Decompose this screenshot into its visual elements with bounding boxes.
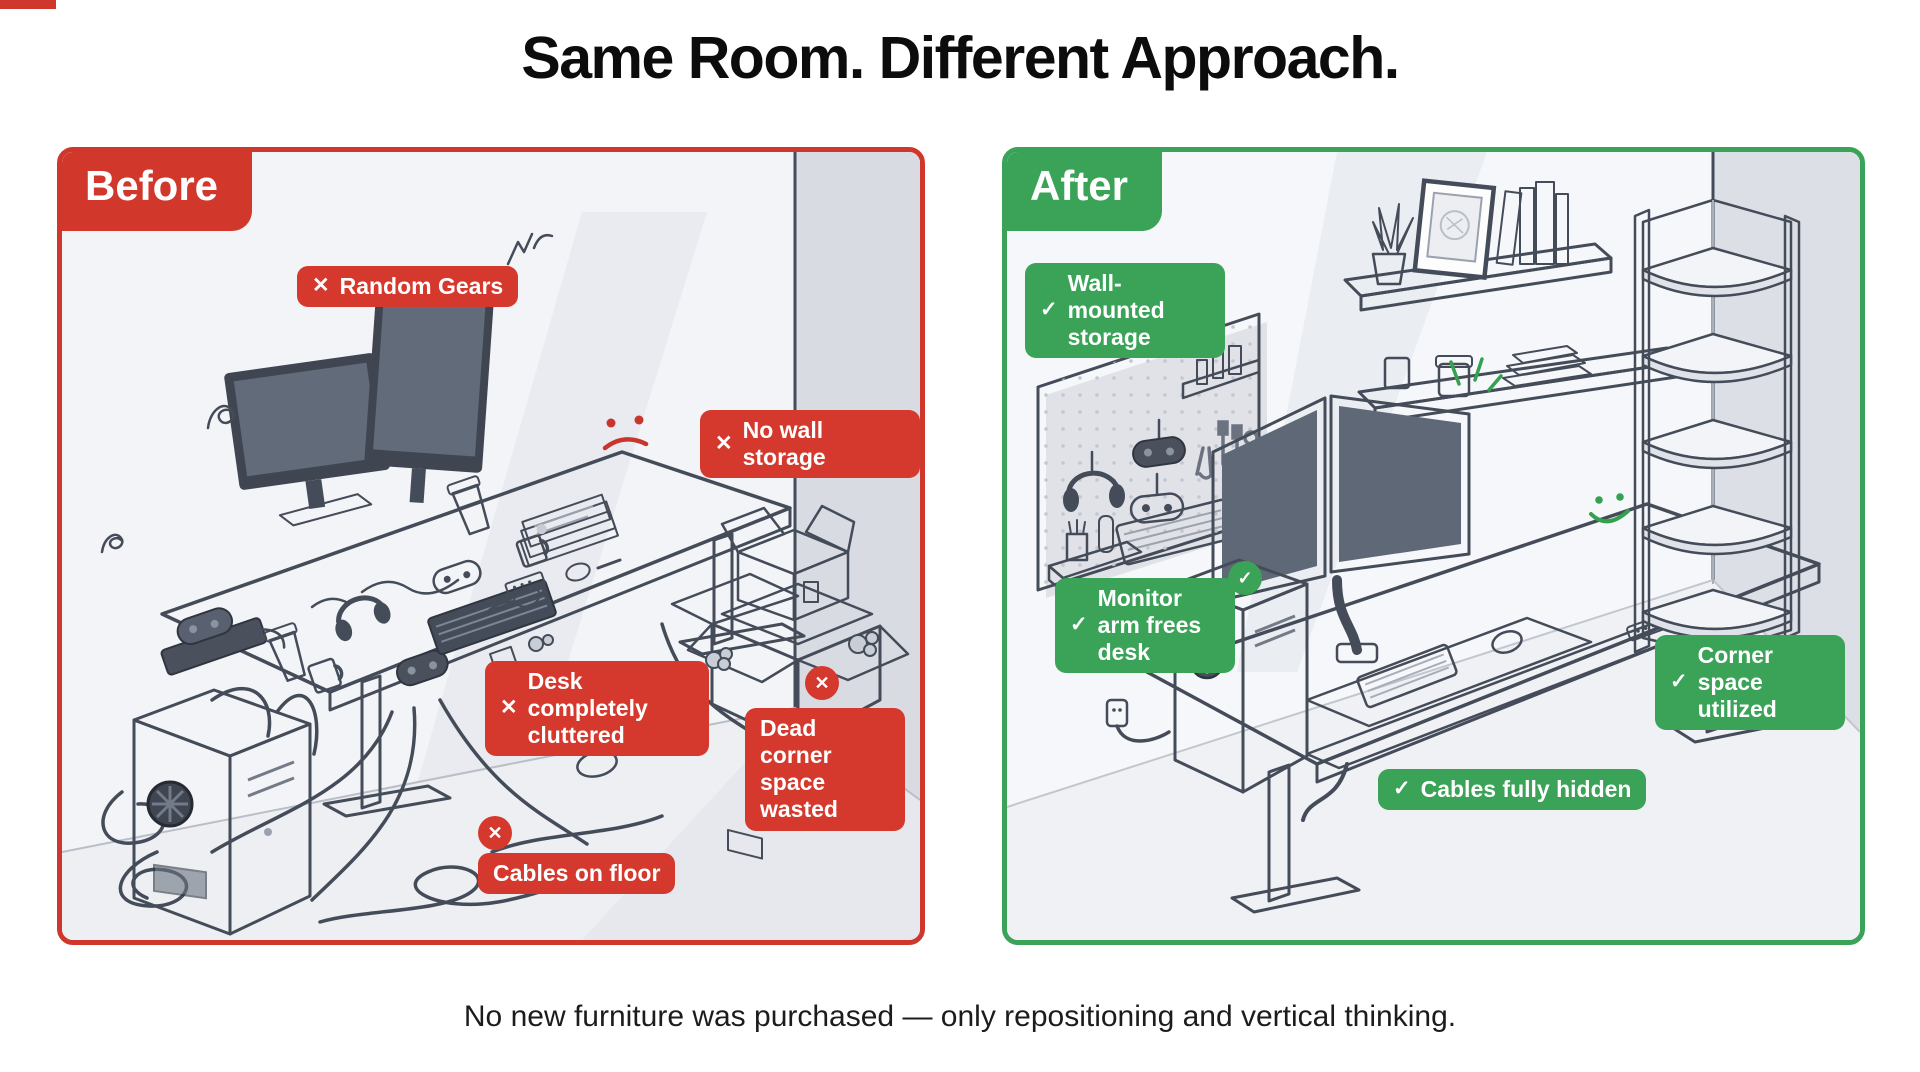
dual-monitors bbox=[1211, 394, 1471, 664]
label-text: Monitor arm frees desk bbox=[1097, 585, 1202, 666]
desk-before bbox=[160, 450, 806, 818]
corner-shelf bbox=[1633, 198, 1801, 656]
smiley-face bbox=[1589, 493, 1630, 524]
check-icon: ✓ bbox=[1237, 567, 1253, 588]
label-text: Random Gears bbox=[339, 273, 504, 299]
label-monitor-arm: ✓ Monitor arm frees desk bbox=[1055, 578, 1235, 674]
pegboard bbox=[1036, 312, 1267, 598]
doodles bbox=[100, 232, 554, 554]
label-text: Desk completely cluttered bbox=[527, 668, 648, 749]
check-icon: ✓ bbox=[1070, 613, 1088, 637]
x-icon: ✕ bbox=[487, 822, 503, 843]
page-title: Same Room. Different Approach. bbox=[521, 25, 1400, 91]
label-desk-cluttered: ✕ Desk completely cluttered bbox=[485, 661, 709, 757]
monitor-right bbox=[364, 273, 495, 504]
corner-accent bbox=[0, 0, 56, 9]
check-icon: ✓ bbox=[1040, 298, 1058, 322]
desk-clutter bbox=[160, 475, 622, 694]
x-icon: ✕ bbox=[715, 431, 733, 455]
x-icon: ✕ bbox=[312, 274, 330, 298]
label-dead-corner: Dead corner space wasted bbox=[745, 708, 905, 831]
label-text: No wall storage bbox=[742, 417, 826, 471]
after-tab: After bbox=[1007, 152, 1163, 231]
page-caption: No new furniture was purchased — only re… bbox=[463, 1000, 1457, 1033]
label-text: Dead corner space wasted bbox=[760, 715, 838, 823]
label-wall-storage: ✓ Wall-mounted storage bbox=[1025, 263, 1225, 359]
dust-bunnies bbox=[528, 631, 879, 778]
label-corner-space: ✓ Corner space utilized bbox=[1655, 635, 1845, 731]
before-panel: Before ✕ Random Gears ✕ No wall storage … bbox=[57, 147, 925, 945]
label-text: Corner space utilized bbox=[1697, 642, 1777, 723]
check-icon: ✓ bbox=[1670, 670, 1688, 694]
check-icon: ✓ bbox=[1393, 777, 1411, 801]
label-cables-hidden: ✓ Cables fully hidden bbox=[1378, 769, 1647, 811]
label-cables-floor: Cables on floor bbox=[478, 853, 676, 895]
label-text: Cables on floor bbox=[493, 860, 661, 886]
label-text: Cables fully hidden bbox=[1420, 776, 1632, 802]
before-tab: Before bbox=[62, 152, 253, 231]
x-badge: ✕ bbox=[805, 666, 839, 700]
sparkle-marks bbox=[1449, 357, 1503, 392]
label-text: Wall-mounted storage bbox=[1067, 270, 1165, 351]
x-badge: ✕ bbox=[478, 816, 512, 850]
label-no-wall-storage: ✕ No wall storage bbox=[700, 410, 920, 479]
x-icon: ✕ bbox=[814, 672, 830, 693]
monitor-left bbox=[224, 353, 390, 527]
frown-face bbox=[602, 415, 649, 451]
x-icon: ✕ bbox=[500, 696, 518, 720]
pc-tower-before bbox=[132, 687, 312, 936]
label-random-gears: ✕ Random Gears bbox=[297, 266, 519, 308]
after-panel: After ✓ Wall-mounted storage ✓ ✓ Monitor… bbox=[1002, 147, 1865, 945]
